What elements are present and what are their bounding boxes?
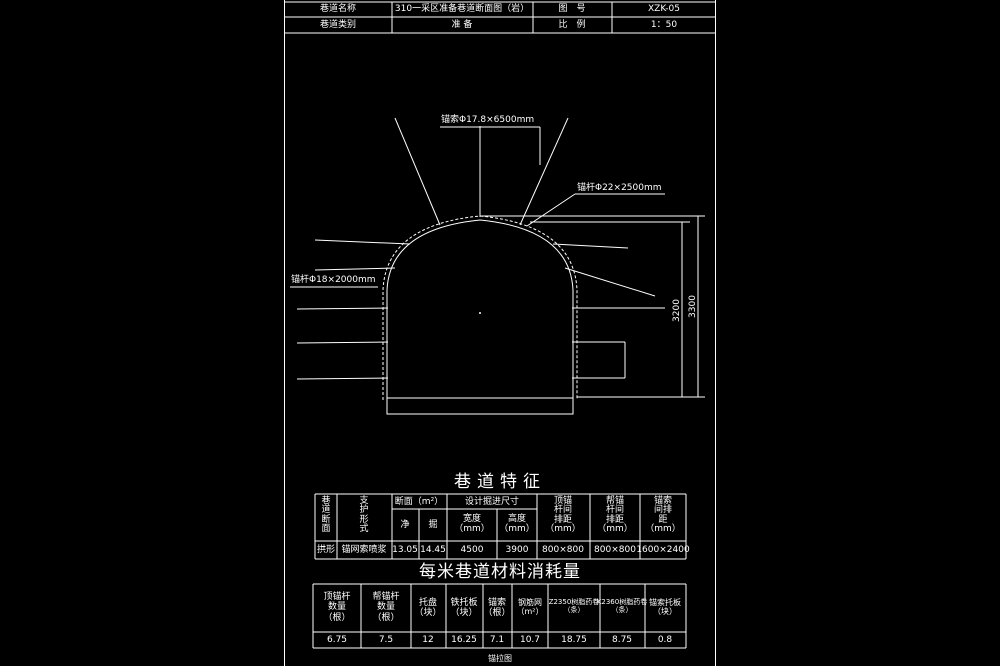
dim-outer: 3300 [687,295,698,318]
mat-header: 铁托板 （块） [450,598,478,619]
col-area-rough: 掘 [428,520,438,530]
scale-label: 比 例 [558,20,586,30]
name-value: 310一采区准备巷道断面图（岩） [394,4,530,14]
col-support: 支 护 形 式 [359,496,369,535]
feature-cell: 13.05 [392,545,418,555]
mat-value: 7.1 [489,635,505,645]
mat-header: 顶锚杆 数量 （根） [323,592,351,623]
type-value: 准 备 [451,20,473,30]
drawing-no-value: XZK-05 [648,4,680,14]
mat-value: 18.75 [561,635,587,645]
mat-header: 钢筋网 （m²） [516,598,544,617]
bolt-side-label: 锚杆Φ18×2000mm [291,275,376,285]
dim-inner: 3200 [671,299,682,322]
mat-value: 8.75 [611,635,633,645]
mat-value: 6.75 [326,635,348,645]
feature-cell: 锚网索喷浆 [341,545,387,555]
mat-header: 锚索托板 （块） [649,598,681,617]
features-title: 巷道特征 [454,472,546,492]
mat-header: 锚索 （根） [483,598,511,619]
col-cable: 锚索 间排 距 （mm） [645,496,681,535]
drawing-frame [284,0,716,666]
mat-value: 0.8 [657,635,673,645]
col-width: 宽度 （mm） [454,514,490,534]
col-shape: 巷 道 断 面 [321,496,331,535]
mat-value: 16.25 [451,635,477,645]
mat-header: 帮锚杆 数量 （根） [372,592,400,623]
feature-cell: 800×800 [594,545,636,555]
mat-value: 12 [422,635,434,645]
footer-note: 锚拉图 [488,654,512,663]
col-area: 断面（m²） [394,497,444,507]
mat-value: 7.5 [378,635,394,645]
feature-cell: 4500 [460,545,484,555]
bolt-top-label: 锚杆Φ22×2500mm [577,183,662,193]
drawing-no-label: 图 号 [558,4,586,14]
feature-cell: 800×800 [542,545,584,555]
feature-cell: 拱形 [316,545,336,555]
col-area-net: 净 [400,520,410,530]
mat-header: K2360树脂药卷 （条） [596,598,648,615]
col-side-bolt: 帮锚 杆间 排距 （mm） [597,496,633,535]
mat-value: 10.7 [519,635,541,645]
feature-cell: 14.45 [420,545,446,555]
feature-cell: 3900 [505,545,529,555]
materials-title: 每米巷道材料消耗量 [419,562,581,582]
col-design: 设计掘进尺寸 [464,497,520,507]
scale-value: 1：50 [650,20,678,30]
col-top-bolt: 顶锚 杆间 排距 （mm） [545,496,581,535]
col-height: 高度 （mm） [499,514,535,534]
type-label: 巷道类别 [319,20,357,30]
feature-cell: 1600×2400 [636,545,690,555]
cable-label: 锚索Φ17.8×6500mm [441,115,535,125]
mat-header: Z2350树脂药卷 （条） [548,598,600,615]
name-label: 巷道名称 [319,4,357,14]
mat-header: 托盘 （块） [414,598,442,619]
